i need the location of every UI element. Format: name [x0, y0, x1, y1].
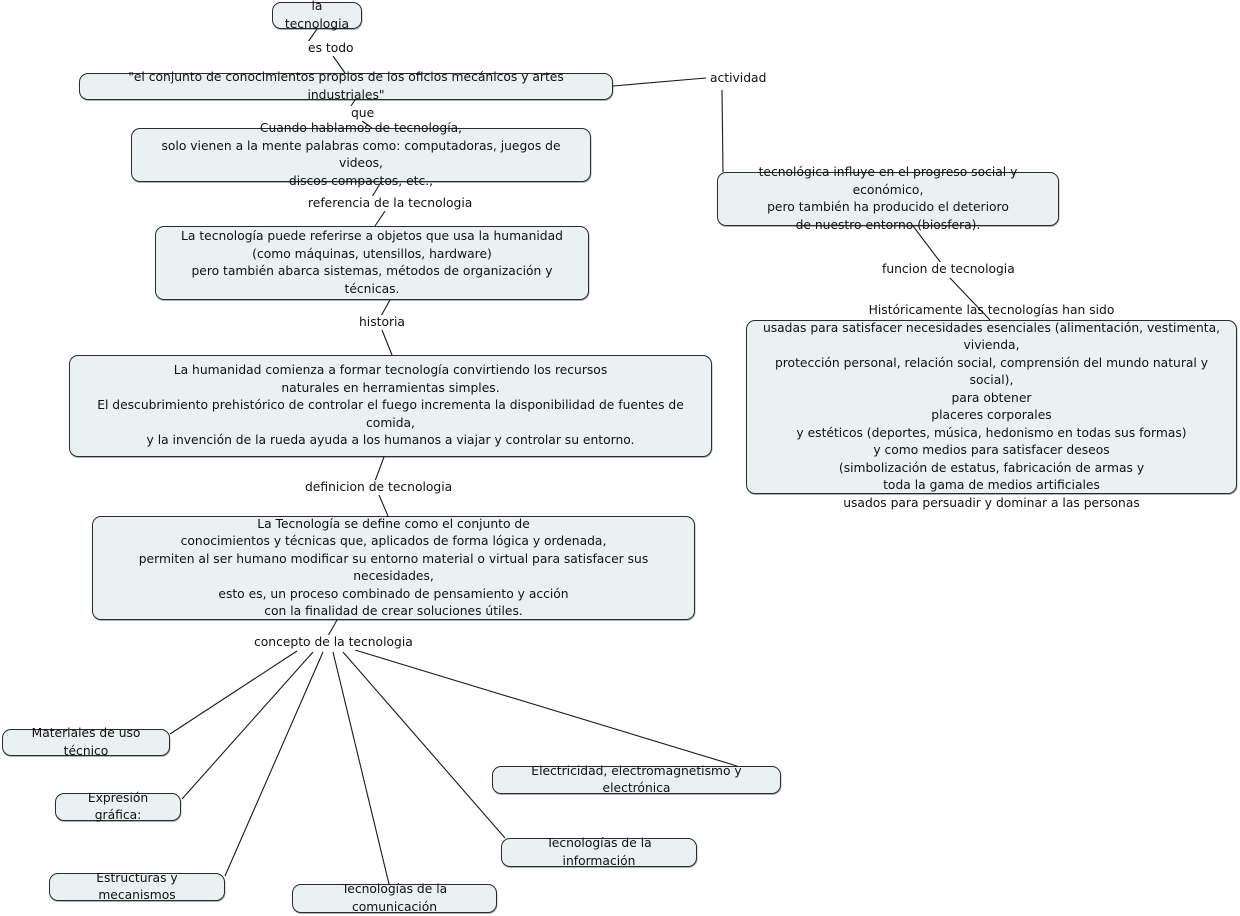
- edge-actividad-to-tecnologica: [721, 89, 724, 173]
- edge-concepto-to-comunicacion: [332, 651, 390, 885]
- link-label-concepto-de-la-tecnologia: concepto de la tecnologia: [252, 635, 415, 650]
- edge-concepto-to-estructuras: [224, 651, 324, 877]
- link-label-referencia-de-la-tecnologia: referencia de la tecnologia: [306, 196, 475, 211]
- node-tecnologica-influye-label: tecnológica influye en el progreso socia…: [758, 165, 1018, 232]
- node-tecnologias-comunicacion[interactable]: Tecnologías de la comunicación: [292, 882, 497, 914]
- edge-historia-to-historiabox: [381, 329, 393, 356]
- node-electricidad-label: Electricidad, electromagnetismo y electr…: [531, 763, 742, 796]
- node-cuando-hablamos-label: Cuando hablamos de tecnología, solo vien…: [161, 121, 561, 188]
- edge-concepto-to-materiales: [169, 650, 298, 735]
- node-root[interactable]: la tecnologia: [272, 0, 362, 31]
- link-label-que: que: [349, 106, 377, 121]
- node-cuando-hablamos[interactable]: Cuando hablamos de tecnología, solo vien…: [131, 121, 591, 188]
- node-historia[interactable]: La humanidad comienza a formar tecnologí…: [69, 355, 712, 457]
- node-root-label: la tecnologia: [284, 0, 350, 31]
- node-definicion-tecnologia-label: La Tecnología se define como el conjunto…: [138, 516, 649, 619]
- edge-definicionbox-to-concepto: [327, 619, 338, 637]
- edge-historiabox-to-definicion: [374, 456, 385, 482]
- node-expresion-grafica[interactable]: Expresión gráfica:: [55, 791, 181, 822]
- node-puede-referirse-label: La tecnología puede referirse a objetos …: [181, 229, 563, 296]
- link-label-funcion-de-tecnologia: funcion de tecnologia: [880, 262, 1017, 277]
- edge-rae-to-actividad: [612, 77, 707, 87]
- node-historicamente-label: Históricamente las tecnologías han sido …: [762, 303, 1221, 510]
- node-materiales-uso-tecnico-label: Materiales de uso técnico: [31, 726, 141, 758]
- node-expresion-grafica-label: Expresión gráfica:: [87, 790, 149, 823]
- link-label-historia: historia: [357, 315, 407, 330]
- edge-referencia-to-puede: [374, 210, 386, 227]
- node-historia-label: La humanidad comienza a formar tecnologí…: [97, 363, 684, 448]
- node-definicion-tecnologia[interactable]: La Tecnología se define como el conjunto…: [92, 516, 695, 620]
- node-tecnologias-comunicacion-label: Tecnologías de la comunicación: [341, 882, 448, 914]
- node-electricidad[interactable]: Electricidad, electromagnetismo y electr…: [492, 764, 781, 795]
- node-tecnologica-influye[interactable]: tecnológica influye en el progreso socia…: [717, 165, 1059, 232]
- edge-puede-to-historia: [380, 299, 391, 317]
- edge-concepto-to-informacion: [342, 651, 506, 839]
- node-definicion-rae-label: "el conjunto de conocimientos propios de…: [128, 70, 564, 102]
- edge-concepto-to-expresion: [181, 651, 314, 800]
- node-tecnologias-informacion-label: Tecnologías de la información: [546, 836, 652, 868]
- node-tecnologias-informacion[interactable]: Tecnologías de la información: [501, 836, 697, 868]
- edge-concepto-to-electricidad: [354, 649, 738, 767]
- node-historicamente[interactable]: Históricamente las tecnologías han sido …: [746, 303, 1237, 510]
- node-materiales-uso-tecnico[interactable]: Materiales de uso técnico: [2, 726, 170, 758]
- node-definicion-rae[interactable]: "el conjunto de conocimientos propios de…: [79, 70, 613, 102]
- link-label-actividad: actividad: [708, 71, 769, 86]
- node-puede-referirse[interactable]: La tecnología puede referirse a objetos …: [155, 226, 589, 300]
- link-label-es-todo: es todo: [306, 41, 356, 56]
- node-estructuras-mecanismos-label: Estructuras y mecanismos: [96, 870, 178, 903]
- node-estructuras-mecanismos[interactable]: Estructuras y mecanismos: [49, 871, 225, 902]
- edge-definicion-to-definicionbox: [378, 494, 389, 517]
- link-label-definicion-de-tecnologia: definicion de tecnologia: [303, 480, 455, 495]
